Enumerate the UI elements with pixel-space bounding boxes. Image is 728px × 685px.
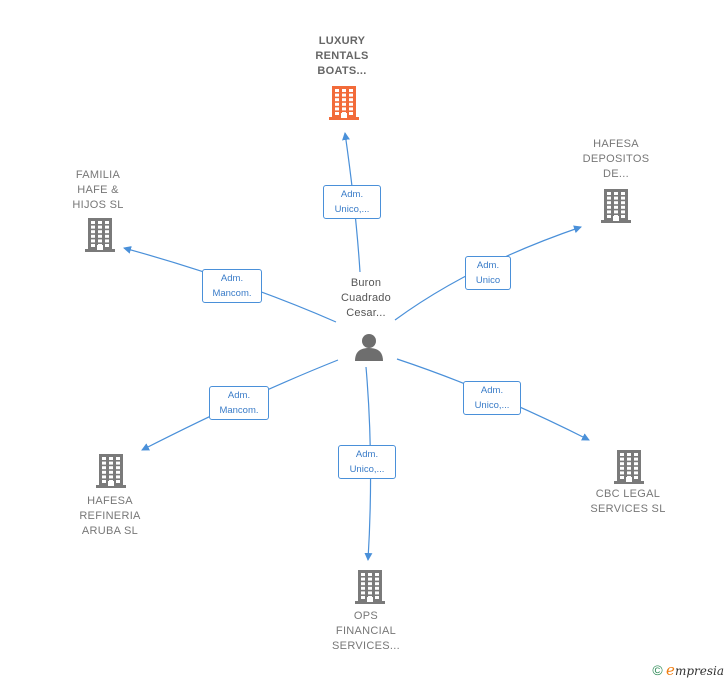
edge-label-hafesa-refineria[interactable]: Adm. Mancom. bbox=[209, 386, 269, 420]
company-luxury-rentals-label[interactable]: LUXURY RENTALS BOATS... bbox=[315, 35, 369, 77]
empresia-brand: © empresia bbox=[652, 661, 724, 679]
brand-name: mpresia bbox=[674, 664, 724, 678]
company-ops-financial-label[interactable]: OPS FINANCIAL SERVICES... bbox=[332, 610, 400, 652]
building-icon[interactable] bbox=[355, 570, 385, 609]
copyright-symbol: © bbox=[652, 662, 663, 678]
person-icon[interactable] bbox=[354, 332, 384, 367]
company-hafesa-refineria-label[interactable]: HAFESA REFINERIA ARUBA SL bbox=[79, 495, 141, 537]
building-icon[interactable] bbox=[614, 450, 644, 489]
company-hafesa-depositos-label[interactable]: HAFESA DEPOSITOS DE... bbox=[582, 138, 650, 180]
building-icon[interactable] bbox=[96, 454, 126, 493]
building-icon[interactable] bbox=[601, 189, 631, 228]
edge-label-luxury[interactable]: Adm. Unico,... bbox=[323, 185, 381, 219]
edge-label-ops-financial[interactable]: Adm. Unico,... bbox=[338, 445, 396, 479]
center-person-label: Buron Cuadrado Cesar... bbox=[341, 277, 391, 319]
brand-initial: e bbox=[666, 661, 675, 679]
edge-label-familia-hafe[interactable]: Adm. Mancom. bbox=[202, 269, 262, 303]
building-icon[interactable] bbox=[329, 86, 359, 125]
company-cbc-legal-label[interactable]: CBC LEGAL SERVICES SL bbox=[590, 488, 666, 515]
building-icon[interactable] bbox=[85, 218, 115, 257]
company-familia-hafe-label[interactable]: FAMILIA HAFE & HIJOS SL bbox=[72, 169, 124, 211]
edge-label-hafesa-depositos[interactable]: Adm. Unico bbox=[465, 256, 511, 290]
edge-label-cbc-legal[interactable]: Adm. Unico,... bbox=[463, 381, 521, 415]
